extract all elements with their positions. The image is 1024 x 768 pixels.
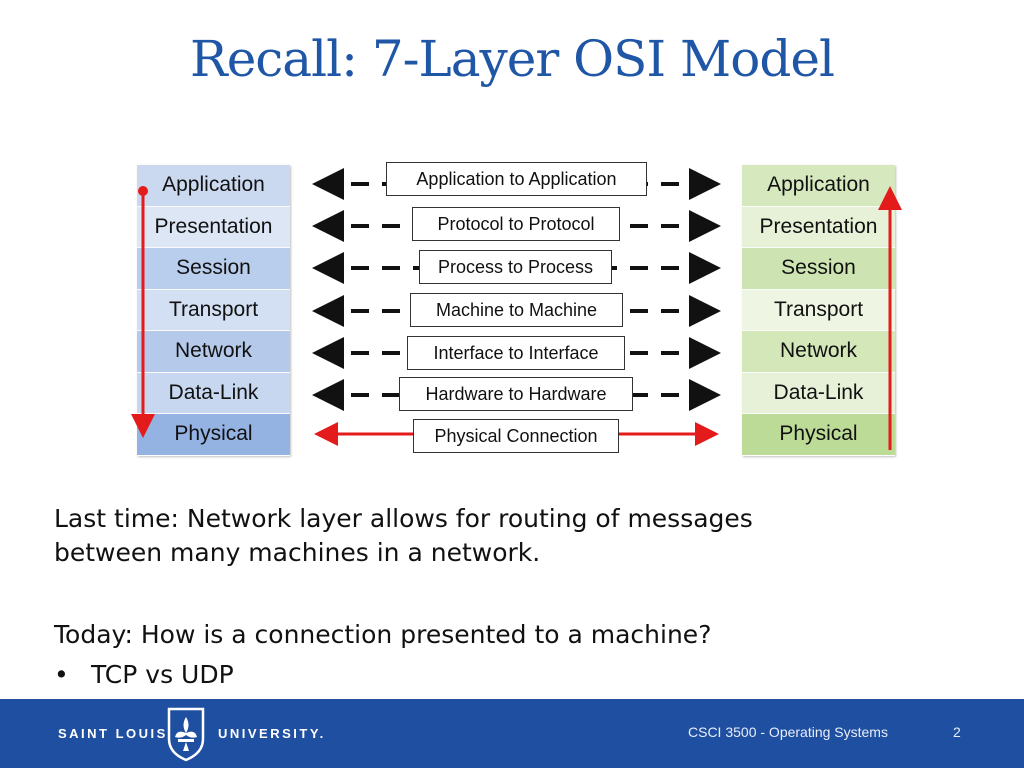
connection-label-application: Application to Application bbox=[386, 162, 647, 196]
bullet-icon: • bbox=[54, 660, 69, 689]
body-line-3: Today: How is a connection presented to … bbox=[54, 620, 712, 649]
body-line-1: Last time: Network layer allows for rout… bbox=[54, 504, 753, 533]
body-line-2: between many machines in a network. bbox=[54, 538, 541, 567]
page-number: 2 bbox=[953, 724, 961, 740]
right-layer-presentation: Presentation bbox=[742, 206, 895, 248]
footer-bar: SAINT LOUIS UNIVERSITY. CSCI 3500 - Oper… bbox=[0, 699, 1024, 768]
right-layer-physical: Physical bbox=[742, 414, 895, 456]
connection-label-physical: Physical Connection bbox=[413, 419, 619, 453]
left-layer-transport: Transport bbox=[137, 289, 290, 331]
bullet-item: • TCP vs UDP bbox=[54, 660, 234, 689]
bullet-text: TCP vs UDP bbox=[91, 660, 234, 689]
connection-label-machine: Machine to Machine bbox=[410, 293, 623, 327]
logo-text-right: UNIVERSITY. bbox=[218, 726, 326, 741]
left-layer-data-link: Data-Link bbox=[137, 372, 290, 414]
left-layer-physical: Physical bbox=[137, 414, 290, 456]
right-layer-application: Application bbox=[742, 165, 895, 207]
connection-label-process: Process to Process bbox=[419, 250, 612, 284]
connection-label-protocol: Protocol to Protocol bbox=[412, 207, 620, 241]
right-osi-stack: Application Presentation Session Transpo… bbox=[742, 165, 895, 456]
course-name: CSCI 3500 - Operating Systems bbox=[688, 724, 888, 740]
connection-label-interface: Interface to Interface bbox=[407, 336, 625, 370]
left-layer-presentation: Presentation bbox=[137, 206, 290, 248]
right-layer-session: Session bbox=[742, 248, 895, 290]
logo-text-left: SAINT LOUIS bbox=[58, 726, 168, 741]
left-osi-stack: Application Presentation Session Transpo… bbox=[137, 165, 290, 456]
left-layer-network: Network bbox=[137, 331, 290, 373]
connection-label-hardware: Hardware to Hardware bbox=[399, 377, 633, 411]
right-layer-network: Network bbox=[742, 331, 895, 373]
right-layer-transport: Transport bbox=[742, 289, 895, 331]
left-layer-application: Application bbox=[137, 165, 290, 207]
right-layer-data-link: Data-Link bbox=[742, 372, 895, 414]
university-crest-icon bbox=[167, 707, 205, 762]
slide-title: Recall: 7-Layer OSI Model bbox=[190, 30, 835, 88]
left-layer-session: Session bbox=[137, 248, 290, 290]
